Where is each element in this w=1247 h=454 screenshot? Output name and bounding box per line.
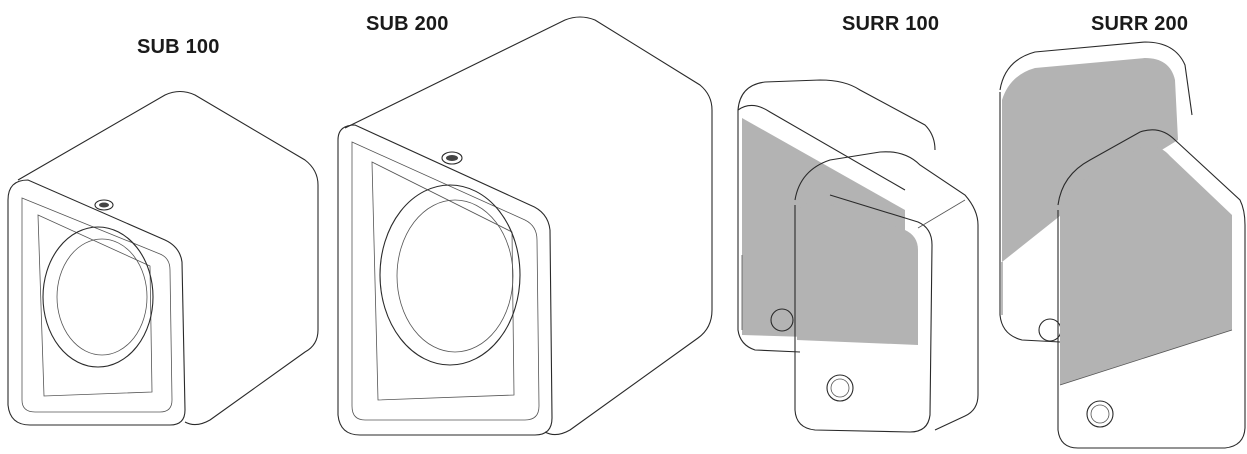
label-sub-100: SUB 100	[137, 36, 220, 58]
surr-200-front-speaker	[1057, 129, 1246, 449]
sub-100-speaker	[7, 90, 319, 426]
surr-100-back-logo-icon	[770, 308, 794, 332]
sub-200-logo-icon	[441, 151, 463, 165]
surr-100-logo-icon	[826, 374, 854, 402]
sub-200-speaker	[337, 16, 713, 436]
surr-100-front-speaker	[770, 151, 979, 433]
surr-200-logo-icon	[1086, 400, 1114, 428]
label-surr-100: SURR 100	[842, 13, 940, 35]
sub-100-logo-icon	[94, 199, 114, 211]
label-sub-200: SUB 200	[366, 13, 449, 35]
label-surr-200: SURR 200	[1091, 13, 1189, 35]
